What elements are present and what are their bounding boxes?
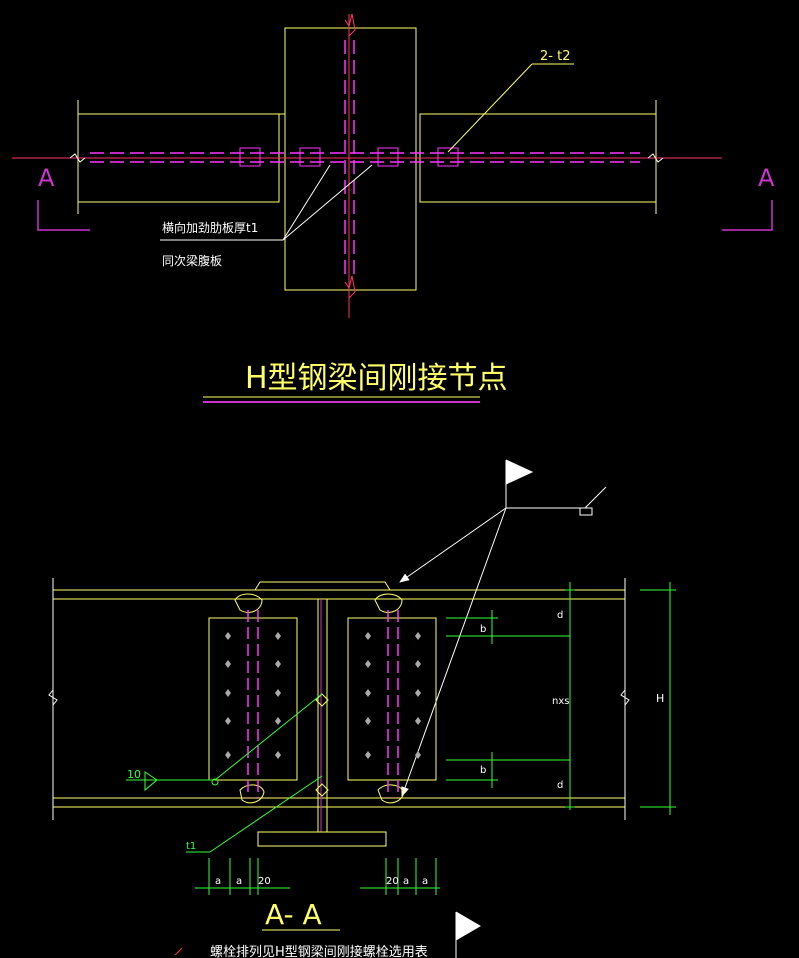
svg-text:a: a [236, 876, 242, 887]
section-mark-left: A [37, 164, 90, 231]
bolt-group-right [365, 632, 421, 759]
plan-view: A A 2- t2 横向加劲肋板厚t1 同次梁腹板 [12, 13, 775, 318]
svg-text:a: a [422, 876, 428, 887]
drawing-title: H型钢梁间刚接节点 [245, 361, 508, 396]
svg-text:20: 20 [258, 876, 271, 887]
dimension-bottom [195, 858, 440, 895]
plate-label: 2- t2 [540, 49, 570, 64]
left-splice-plate [208, 617, 298, 781]
weld-flag-icon [505, 459, 534, 508]
right-splice-plate [347, 617, 437, 781]
thickness-label: t1 [186, 841, 196, 852]
section-view: b b d d nxs H 10 t1 [48, 459, 676, 958]
bolt-group-left [225, 632, 281, 759]
dimension-right [446, 582, 676, 815]
weld-flag-icon-2 [455, 911, 481, 958]
svg-text:nxs: nxs [552, 696, 569, 707]
svg-text:d: d [557, 610, 563, 621]
svg-text:d: d [557, 780, 563, 791]
section-mark-right: A [722, 164, 775, 231]
weld-callout [126, 693, 323, 792]
svg-text:a: a [403, 876, 409, 887]
svg-text:H: H [656, 692, 664, 705]
main-beam-outline [284, 27, 417, 291]
svg-text:A: A [758, 164, 775, 192]
table-caption: 螺栓排列见H型钢梁间刚接螺栓选用表 [210, 944, 428, 958]
svg-text:A: A [38, 164, 55, 192]
drawing-title-block: H型钢梁间刚接节点 [203, 361, 508, 403]
svg-text:20: 20 [386, 876, 399, 887]
svg-text:b: b [480, 624, 486, 635]
section-title: A- A [265, 898, 322, 931]
rib-note: 横向加劲肋板厚t1 [162, 220, 258, 235]
svg-text:b: b [480, 765, 486, 776]
weld-size-label: 10 [127, 768, 141, 781]
web-note: 同次梁腹板 [162, 253, 222, 268]
svg-text:a: a [215, 876, 221, 887]
